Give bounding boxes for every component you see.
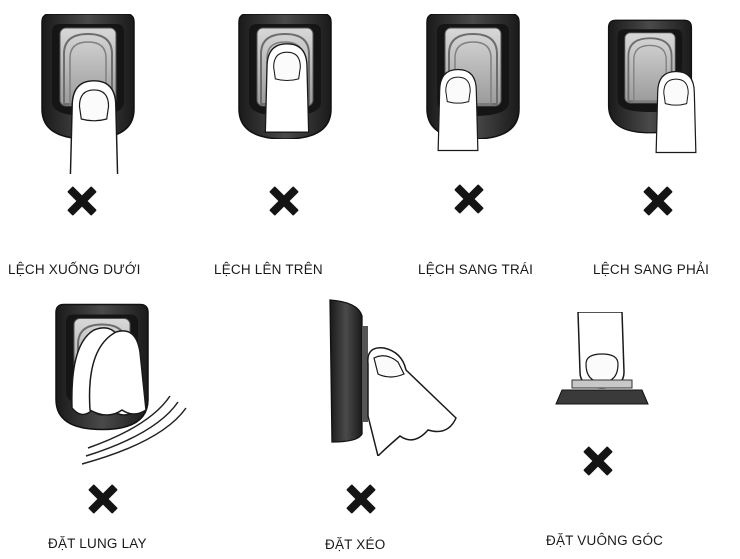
cross-mark-icon bbox=[346, 484, 376, 514]
sensor-finger-left-illustration bbox=[426, 14, 520, 152]
sensor-finger-slanted-illustration bbox=[329, 299, 457, 456]
cross-mark-icon bbox=[454, 184, 484, 214]
cross-mark-icon bbox=[583, 446, 613, 476]
sensor-finger-wobbly-illustration bbox=[54, 303, 187, 465]
label-wobbly: ĐẶT LUNG LAY bbox=[48, 536, 147, 551]
label-perpendicular: ĐẶT VUÔNG GÓC bbox=[546, 533, 664, 548]
sensor-finger-low-illustration bbox=[41, 14, 135, 174]
label-shifted-up: LỆCH LÊN TRÊN bbox=[214, 262, 323, 277]
cross-mark-icon bbox=[643, 186, 673, 216]
label-shifted-left: LỆCH SANG TRÁI bbox=[418, 262, 534, 277]
label-shifted-down: LỆCH XUỐNG DƯỚI bbox=[8, 262, 141, 277]
cross-mark-icon bbox=[67, 186, 97, 216]
cross-mark-icon bbox=[88, 484, 118, 514]
sensor-finger-right-illustration bbox=[607, 19, 697, 154]
cross-mark-icon bbox=[269, 186, 299, 216]
label-slanted: ĐẶT XÉO bbox=[325, 537, 386, 552]
sensor-finger-high-illustration bbox=[238, 14, 332, 139]
sensor-finger-perpendicular-illustration bbox=[555, 312, 649, 405]
label-shifted-right: LỆCH SANG PHẢI bbox=[593, 262, 710, 277]
